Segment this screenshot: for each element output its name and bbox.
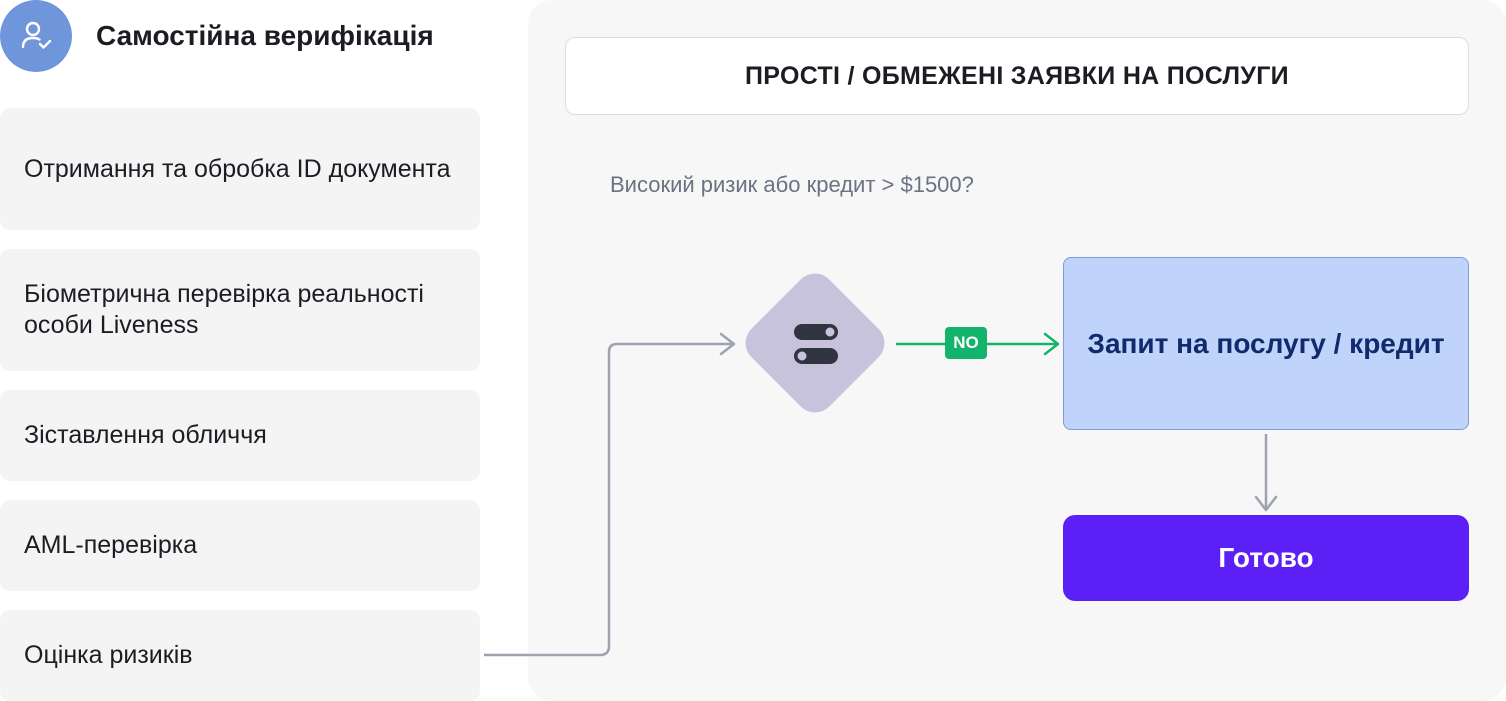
step-label: Біометрична перевірка реальності особи L…	[24, 280, 424, 339]
step-label: Отримання та обробка ID документа	[24, 154, 451, 183]
step-label: AML-перевірка	[24, 531, 198, 559]
flow-title: ПРОСТІ / ОБМЕЖЕНІ ЗАЯВКИ НА ПОСЛУГИ	[565, 37, 1469, 115]
step-aml-check[interactable]: AML-перевірка	[0, 500, 480, 591]
arrowhead-request	[1043, 332, 1060, 356]
arrowhead-decision	[719, 332, 736, 356]
step-label: Зіставлення обличчя	[24, 421, 267, 449]
arrowhead-done	[1254, 495, 1278, 512]
step-risk-assessment[interactable]: Оцінка ризиків	[0, 610, 480, 701]
step-liveness[interactable]: Біометрична перевірка реальності особи L…	[0, 249, 480, 371]
no-branch-badge: NO	[945, 327, 987, 359]
step-id-document[interactable]: Отримання та обробка ID документа	[0, 108, 480, 230]
toggle-switch-icon	[794, 324, 838, 364]
user-check-icon	[21, 21, 52, 49]
service-request-label: Запит на послугу / кредит	[1087, 327, 1445, 359]
connector-risk-to-decision	[484, 342, 733, 657]
step-face-match[interactable]: Зіставлення обличчя	[0, 390, 480, 481]
condition-label: Високий ризик або кредит > $1500?	[610, 172, 974, 197]
service-request-node[interactable]: Запит на послугу / кредит	[1063, 257, 1469, 430]
done-label: Готово	[1218, 542, 1314, 573]
avatar	[0, 0, 72, 72]
page-title: Самостійна верифікація	[96, 20, 434, 51]
step-label: Оцінка ризиків	[24, 641, 193, 669]
done-node[interactable]: Готово	[1063, 515, 1469, 601]
